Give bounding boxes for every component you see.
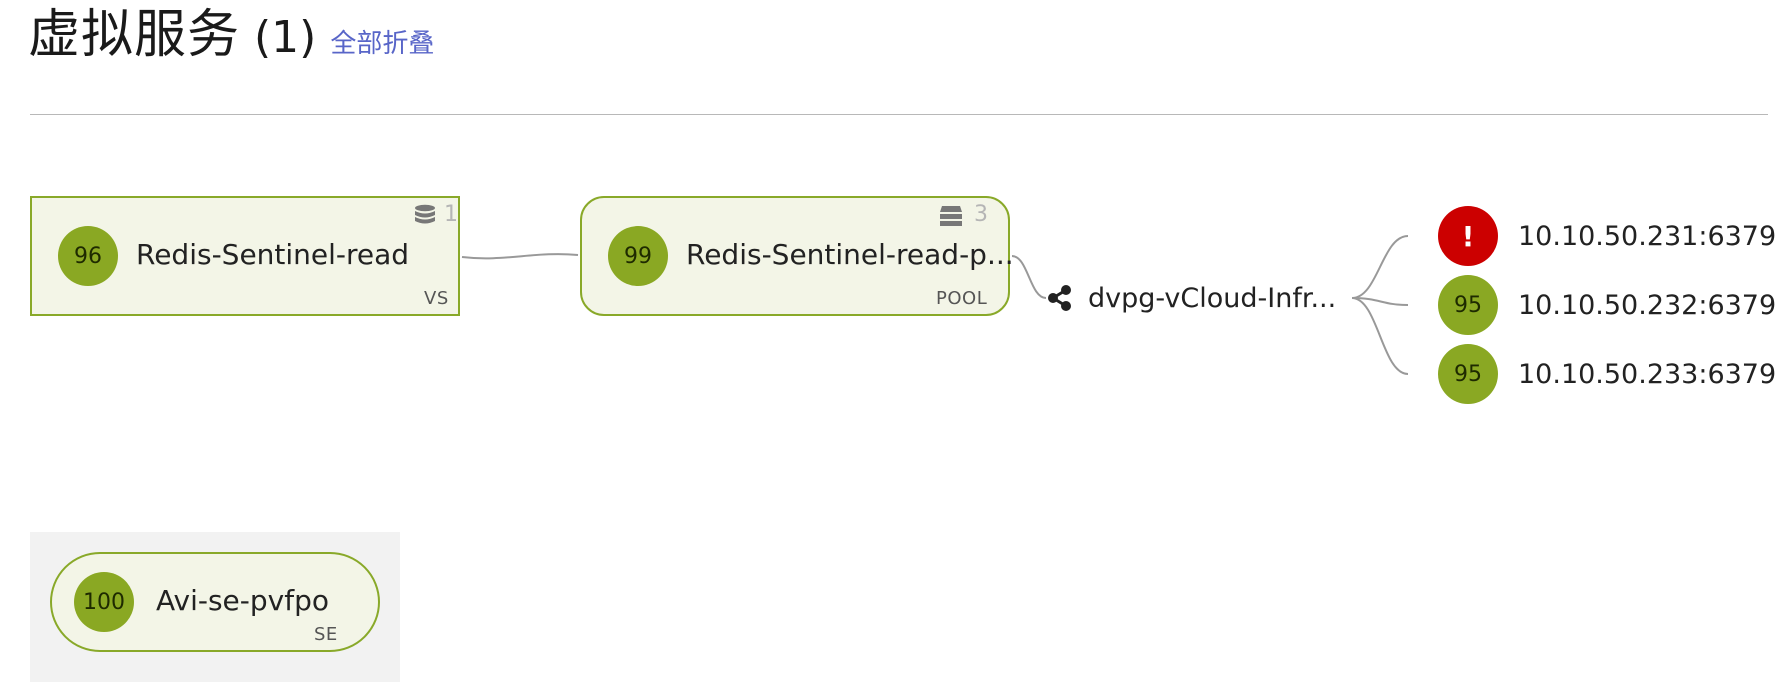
network-server-connector-1: [1351, 235, 1409, 299]
share-icon: [1048, 285, 1071, 311]
se-health-score: 100: [74, 572, 134, 632]
pool-node[interactable]: 99 Redis-Sentinel-read-p... 3 POOL: [580, 196, 1014, 316]
server-health-score: 95: [1438, 344, 1498, 404]
server-address: 10.10.50.233:6379: [1518, 358, 1776, 390]
vs-name: Redis-Sentinel-read: [136, 238, 410, 271]
virtual-service-node[interactable]: 96 Redis-Sentinel-read 1 VS: [30, 196, 460, 316]
server-address: 10.10.50.232:6379: [1518, 289, 1776, 321]
vs-type-label: VS: [424, 288, 449, 309]
page-title: 虚拟服务: [28, 5, 241, 65]
server-item[interactable]: 95 10.10.50.232:6379: [1438, 275, 1776, 335]
database-icon: [415, 204, 435, 224]
vs-count: 1: [444, 202, 458, 227]
server-health-score: 95: [1438, 275, 1498, 335]
server-critical-icon: !: [1438, 206, 1498, 266]
pool-type-label: POOL: [936, 288, 988, 309]
pool-network-connector: [1011, 255, 1047, 299]
se-type-label: SE: [314, 624, 338, 645]
pool-count: 3: [974, 202, 988, 227]
network-name: dvpg-vCloud-Infr...: [1088, 282, 1337, 314]
virtual-service-count: (1): [254, 12, 317, 63]
pool-name: Redis-Sentinel-read-p...: [686, 238, 1014, 271]
page-header: 虚拟服务 (1) 全部折叠: [28, 2, 434, 68]
collapse-all-link[interactable]: 全部折叠: [330, 29, 435, 59]
pool-health-score: 99: [608, 226, 668, 286]
vs-pool-connector: [461, 253, 579, 260]
server-address: 10.10.50.231:6379: [1518, 220, 1776, 252]
se-name: Avi-se-pvfpo: [156, 584, 329, 617]
network-server-connector-2: [1351, 297, 1409, 306]
network-node[interactable]: dvpg-vCloud-Infr...: [1046, 280, 1336, 316]
server-item[interactable]: ! 10.10.50.231:6379: [1438, 206, 1776, 266]
header-divider: [30, 114, 1768, 115]
server-stack-icon: [940, 206, 962, 226]
vs-health-score: 96: [58, 226, 118, 286]
service-engine-node[interactable]: 100 Avi-se-pvfpo SE: [50, 552, 380, 652]
server-item[interactable]: 95 10.10.50.233:6379: [1438, 344, 1776, 404]
network-server-connector-3: [1351, 297, 1409, 375]
